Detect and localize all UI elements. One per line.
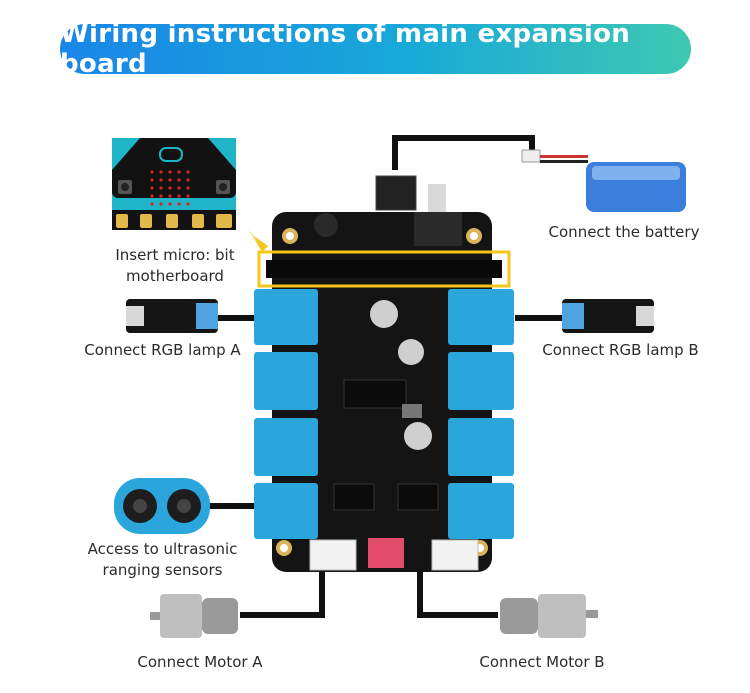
- rgb-a-label: Connect RGB lamp A: [84, 341, 241, 359]
- battery-label: Connect the battery: [548, 223, 700, 241]
- motor-a-label: Connect Motor A: [137, 653, 263, 671]
- rgb-b-label: Connect RGB lamp B: [542, 341, 699, 359]
- microbit-label: Insert micro: bit motherboard: [90, 245, 260, 287]
- rgb-lamp-a: [126, 299, 218, 333]
- ultrasonic-label: Access to ultrasonic ranging sensors: [70, 539, 255, 581]
- title-banner: Wiring instructions of main expansion bo…: [60, 19, 691, 79]
- ultrasonic-sensor: [114, 478, 210, 534]
- microbit-board: [112, 138, 236, 230]
- microbit-label-line1: Insert micro: bit: [115, 246, 235, 264]
- battery-wire: [392, 135, 535, 170]
- insert-arrow: [248, 228, 268, 252]
- ultrasonic-label-line2: ranging sensors: [102, 561, 223, 579]
- motor-b: [500, 594, 598, 638]
- microbit-label-line2: motherboard: [126, 267, 224, 285]
- ultrasonic-label-line1: Access to ultrasonic: [87, 540, 238, 558]
- expansion-board: [257, 175, 511, 572]
- page-title: Wiring instructions of main expansion bo…: [60, 19, 631, 79]
- rgb-lamp-b: [562, 299, 654, 333]
- motor-b-label: Connect Motor B: [479, 653, 605, 671]
- battery-pack: [521, 149, 686, 212]
- motor-a: [150, 594, 238, 638]
- terminal-blocks: [254, 289, 514, 539]
